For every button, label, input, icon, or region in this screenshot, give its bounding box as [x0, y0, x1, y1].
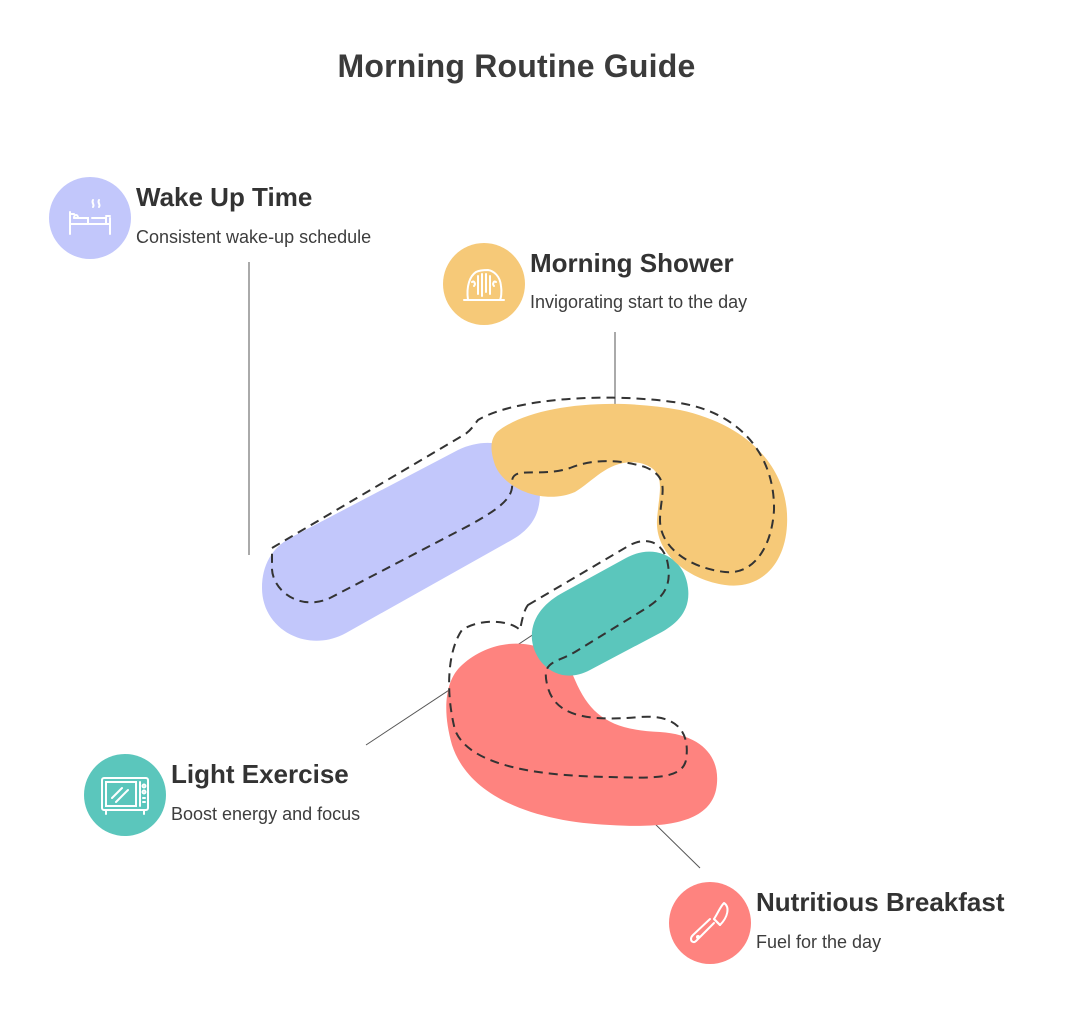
breakfast-title: Nutritious Breakfast [756, 887, 1005, 917]
bed-icon [69, 199, 111, 235]
dashed-outline-upper [270, 396, 776, 604]
page-title: Morning Routine Guide [337, 48, 696, 84]
exercise-icon-circle [84, 754, 166, 836]
exercise-description: Boost energy and focus [171, 804, 361, 824]
shower-description: Invigorating start to the day [530, 292, 748, 312]
breakfast-description: Fuel for the day [756, 932, 882, 952]
wake-up-title: Wake Up Time [136, 182, 313, 212]
shower-title: Morning Shower [530, 248, 734, 278]
knife-icon [690, 902, 729, 944]
wake-up-icon-circle [49, 177, 131, 259]
breakfast-icon-circle [669, 882, 751, 964]
wake-up-description: Consistent wake-up schedule [136, 227, 372, 247]
shower-icon-circle [443, 243, 525, 325]
dashed-outline-lower [448, 540, 688, 779]
shower-icon [463, 268, 505, 301]
microwave-icon [101, 777, 149, 815]
wake-up-shape [262, 442, 540, 641]
shower-shape [491, 403, 788, 586]
exercise-title: Light Exercise [171, 759, 349, 789]
breakfast-shape [446, 643, 718, 826]
exercise-shape [531, 551, 689, 676]
